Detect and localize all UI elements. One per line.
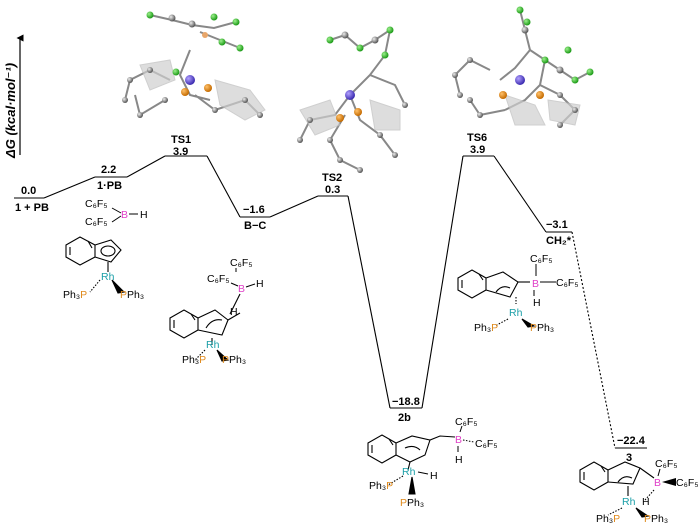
svg-text:PPh₃: PPh₃ (222, 354, 246, 366)
y-axis: ΔG (kcal·mol⁻¹) (3, 34, 24, 159)
svg-text:H: H (455, 454, 463, 466)
svg-text:B: B (654, 477, 661, 489)
name-2b: 2b (398, 412, 411, 424)
structure-ch2: C₆F₅ B C₆F₅ H Rh Ph₃P PPh₃ (457, 253, 578, 334)
value-ts2: 0.3 (325, 184, 340, 196)
svg-text:H: H (140, 209, 148, 221)
svg-text:C₆F₅: C₆F₅ (530, 253, 552, 265)
svg-text:B: B (238, 283, 245, 295)
svg-text:C₆F₅: C₆F₅ (455, 416, 477, 428)
svg-text:B: B (532, 278, 539, 290)
energy-profile (14, 155, 647, 449)
name-ch2: CH₂* (546, 235, 572, 247)
svg-text:PPh₃: PPh₃ (644, 513, 668, 525)
svg-text:Ph₃P: Ph₃P (182, 354, 206, 366)
svg-text:B: B (121, 209, 128, 221)
svg-text:C₆F₅: C₆F₅ (556, 277, 578, 289)
structure-1pb: C₆F₅ C₆F₅ B H Rh Ph₃P PPh₃ (63, 198, 148, 301)
svg-text:H: H (533, 297, 541, 309)
svg-text:Rh: Rh (622, 496, 636, 508)
level-labels: 0.0 1 + PB 2.2 1·PB TS1 3.9 −1.6 B−C TS2… (15, 132, 646, 464)
svg-text:Rh: Rh (101, 271, 115, 283)
structure-bc: C₆F₅ C₆F₅ B H H Rh Ph₃P PPh₃ (169, 257, 264, 366)
value-2b: −18.8 (392, 396, 420, 408)
molecule-3d-ts2 (297, 26, 408, 173)
svg-text:Rh: Rh (206, 339, 220, 351)
name-int1: 1·PB (97, 180, 122, 192)
svg-text:H: H (642, 496, 650, 508)
name-ts1: TS1 (171, 134, 191, 146)
svg-text:C₆F₅: C₆F₅ (655, 458, 677, 470)
svg-text:C₆F₅: C₆F₅ (85, 198, 107, 210)
svg-text:Ph₃P: Ph₃P (596, 513, 620, 525)
molecule-3d-ts6 (452, 6, 594, 128)
svg-text:PPh₃: PPh₃ (400, 497, 424, 509)
value-start: 0.0 (21, 185, 36, 197)
value-3: −22.4 (617, 435, 646, 447)
y-axis-label: ΔG (kcal·mol⁻¹) (3, 63, 18, 159)
svg-text:H: H (230, 306, 238, 318)
name-ts2: TS2 (322, 172, 342, 184)
name-bc: B−C (244, 220, 266, 232)
structure-2b: C₆F₅ B C₆F₅ H Rh H Ph₃P PPh₃ (367, 416, 497, 509)
svg-text:C₆F₅: C₆F₅ (207, 273, 229, 285)
value-ts6: 3.9 (470, 144, 485, 156)
structure-3: C₆F₅ B C₆F₅ Rh H Ph₃P PPh₃ (579, 458, 698, 525)
svg-text:B: B (455, 434, 462, 446)
value-ch2: −3.1 (546, 219, 568, 231)
svg-text:C₆F₅: C₆F₅ (475, 438, 497, 450)
svg-text:H: H (256, 278, 264, 290)
svg-text:C₆F₅: C₆F₅ (85, 216, 107, 228)
svg-text:PPh₃: PPh₃ (120, 289, 144, 301)
name-3: 3 (626, 452, 632, 464)
svg-text:Ph₃P: Ph₃P (474, 322, 498, 334)
name-ts6: TS6 (467, 132, 487, 144)
svg-text:PPh₃: PPh₃ (530, 322, 554, 334)
value-ts1: 3.9 (173, 146, 188, 158)
svg-text:Ph₃P: Ph₃P (63, 289, 87, 301)
svg-text:H: H (430, 470, 438, 482)
molecule-3d-ts1 (122, 11, 266, 121)
svg-text:Rh: Rh (509, 307, 523, 319)
value-bc: −1.6 (243, 204, 265, 216)
svg-text:C₆F₅: C₆F₅ (676, 477, 698, 489)
svg-text:Rh: Rh (402, 466, 416, 478)
value-int1: 2.2 (101, 164, 116, 176)
name-start: 1 + PB (15, 202, 49, 214)
svg-text:Ph₃P: Ph₃P (369, 480, 393, 492)
svg-text:C₆F₅: C₆F₅ (230, 257, 252, 269)
